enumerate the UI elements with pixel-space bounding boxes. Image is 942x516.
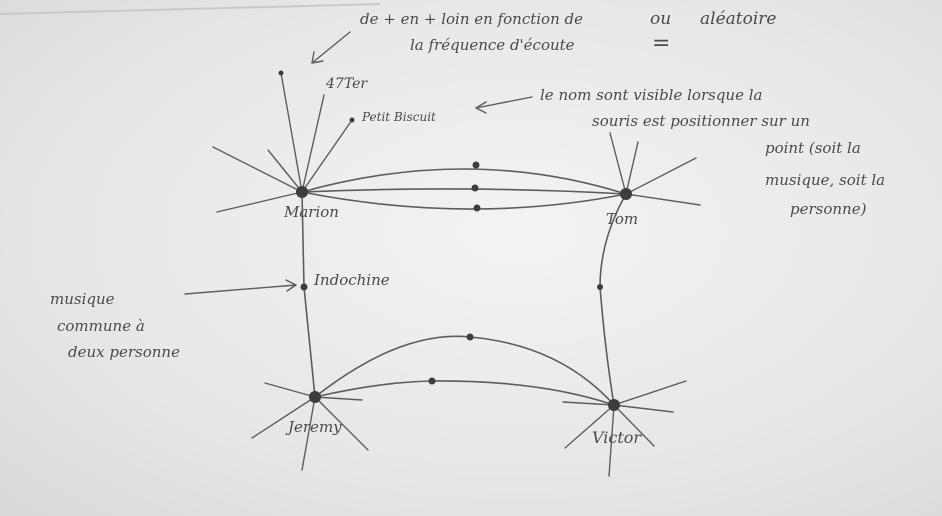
edge-marion-tom-2 [301,188,627,195]
song-point [471,184,479,192]
node-tom [620,188,632,200]
marion-spokes [212,72,353,213]
note-left-line3: deux personne [68,343,180,361]
node-jeremy [309,391,321,403]
song-point [278,70,284,76]
label-victor: Victor [592,428,642,447]
node-victor [608,399,620,411]
note-left-line1: musique [50,290,115,308]
note-top-line1: de + en + loin en fonction de [360,10,583,28]
edge-marion-tom-3 [301,191,627,210]
label-song-petit-biscuit: Petit Biscuit [361,110,436,124]
note-right-line3: point (soit la [765,139,861,157]
note-right-line2: souris est positionner sur un [592,112,810,130]
edge-marion-jeremy [301,191,316,398]
arrow-top-note [311,31,351,64]
label-marion: Marion [283,203,339,221]
song-point [466,333,474,341]
label-song-indochine: Indochine [313,271,390,289]
edge-jeremy-victor-1 [314,335,615,406]
note-top-aleatoire: aléatoire [700,9,776,29]
note-right-line5: personne) [790,200,867,218]
label-song-47ter: 47Ter [325,76,368,92]
edge-marion-tom-1 [301,168,627,195]
victor-spokes [562,380,687,477]
note-left-line2: commune à [57,317,145,335]
graph-points [278,70,632,411]
note-right-line4: musique, soit la [765,171,885,189]
song-point [473,204,481,212]
note-top-ou: ou [650,9,671,29]
arrow-common-head [285,279,297,292]
song-point [349,117,355,123]
song-point [597,284,603,290]
song-point [428,377,436,385]
label-tom: Tom [606,210,638,228]
song-point [472,161,480,169]
arrow-common-song [184,284,297,295]
note-right-line1: le nom sont visible lorsque la [540,86,762,104]
arrow-hover-head [475,101,487,114]
song-point-indochine [300,283,308,291]
arrow-top-head [311,51,324,64]
node-marion [296,186,308,198]
annotation-arrows [184,31,533,295]
page-edge [0,3,381,15]
edge-jeremy-victor-2 [314,380,615,406]
tom-spokes [609,132,701,206]
note-top-line2: la fréquence d'écoute [410,36,575,54]
jeremy-spokes [251,382,369,471]
arrow-hover-note [475,96,533,109]
note-top-equals: = [652,31,670,56]
label-jeremy: Jeremy [285,418,342,436]
